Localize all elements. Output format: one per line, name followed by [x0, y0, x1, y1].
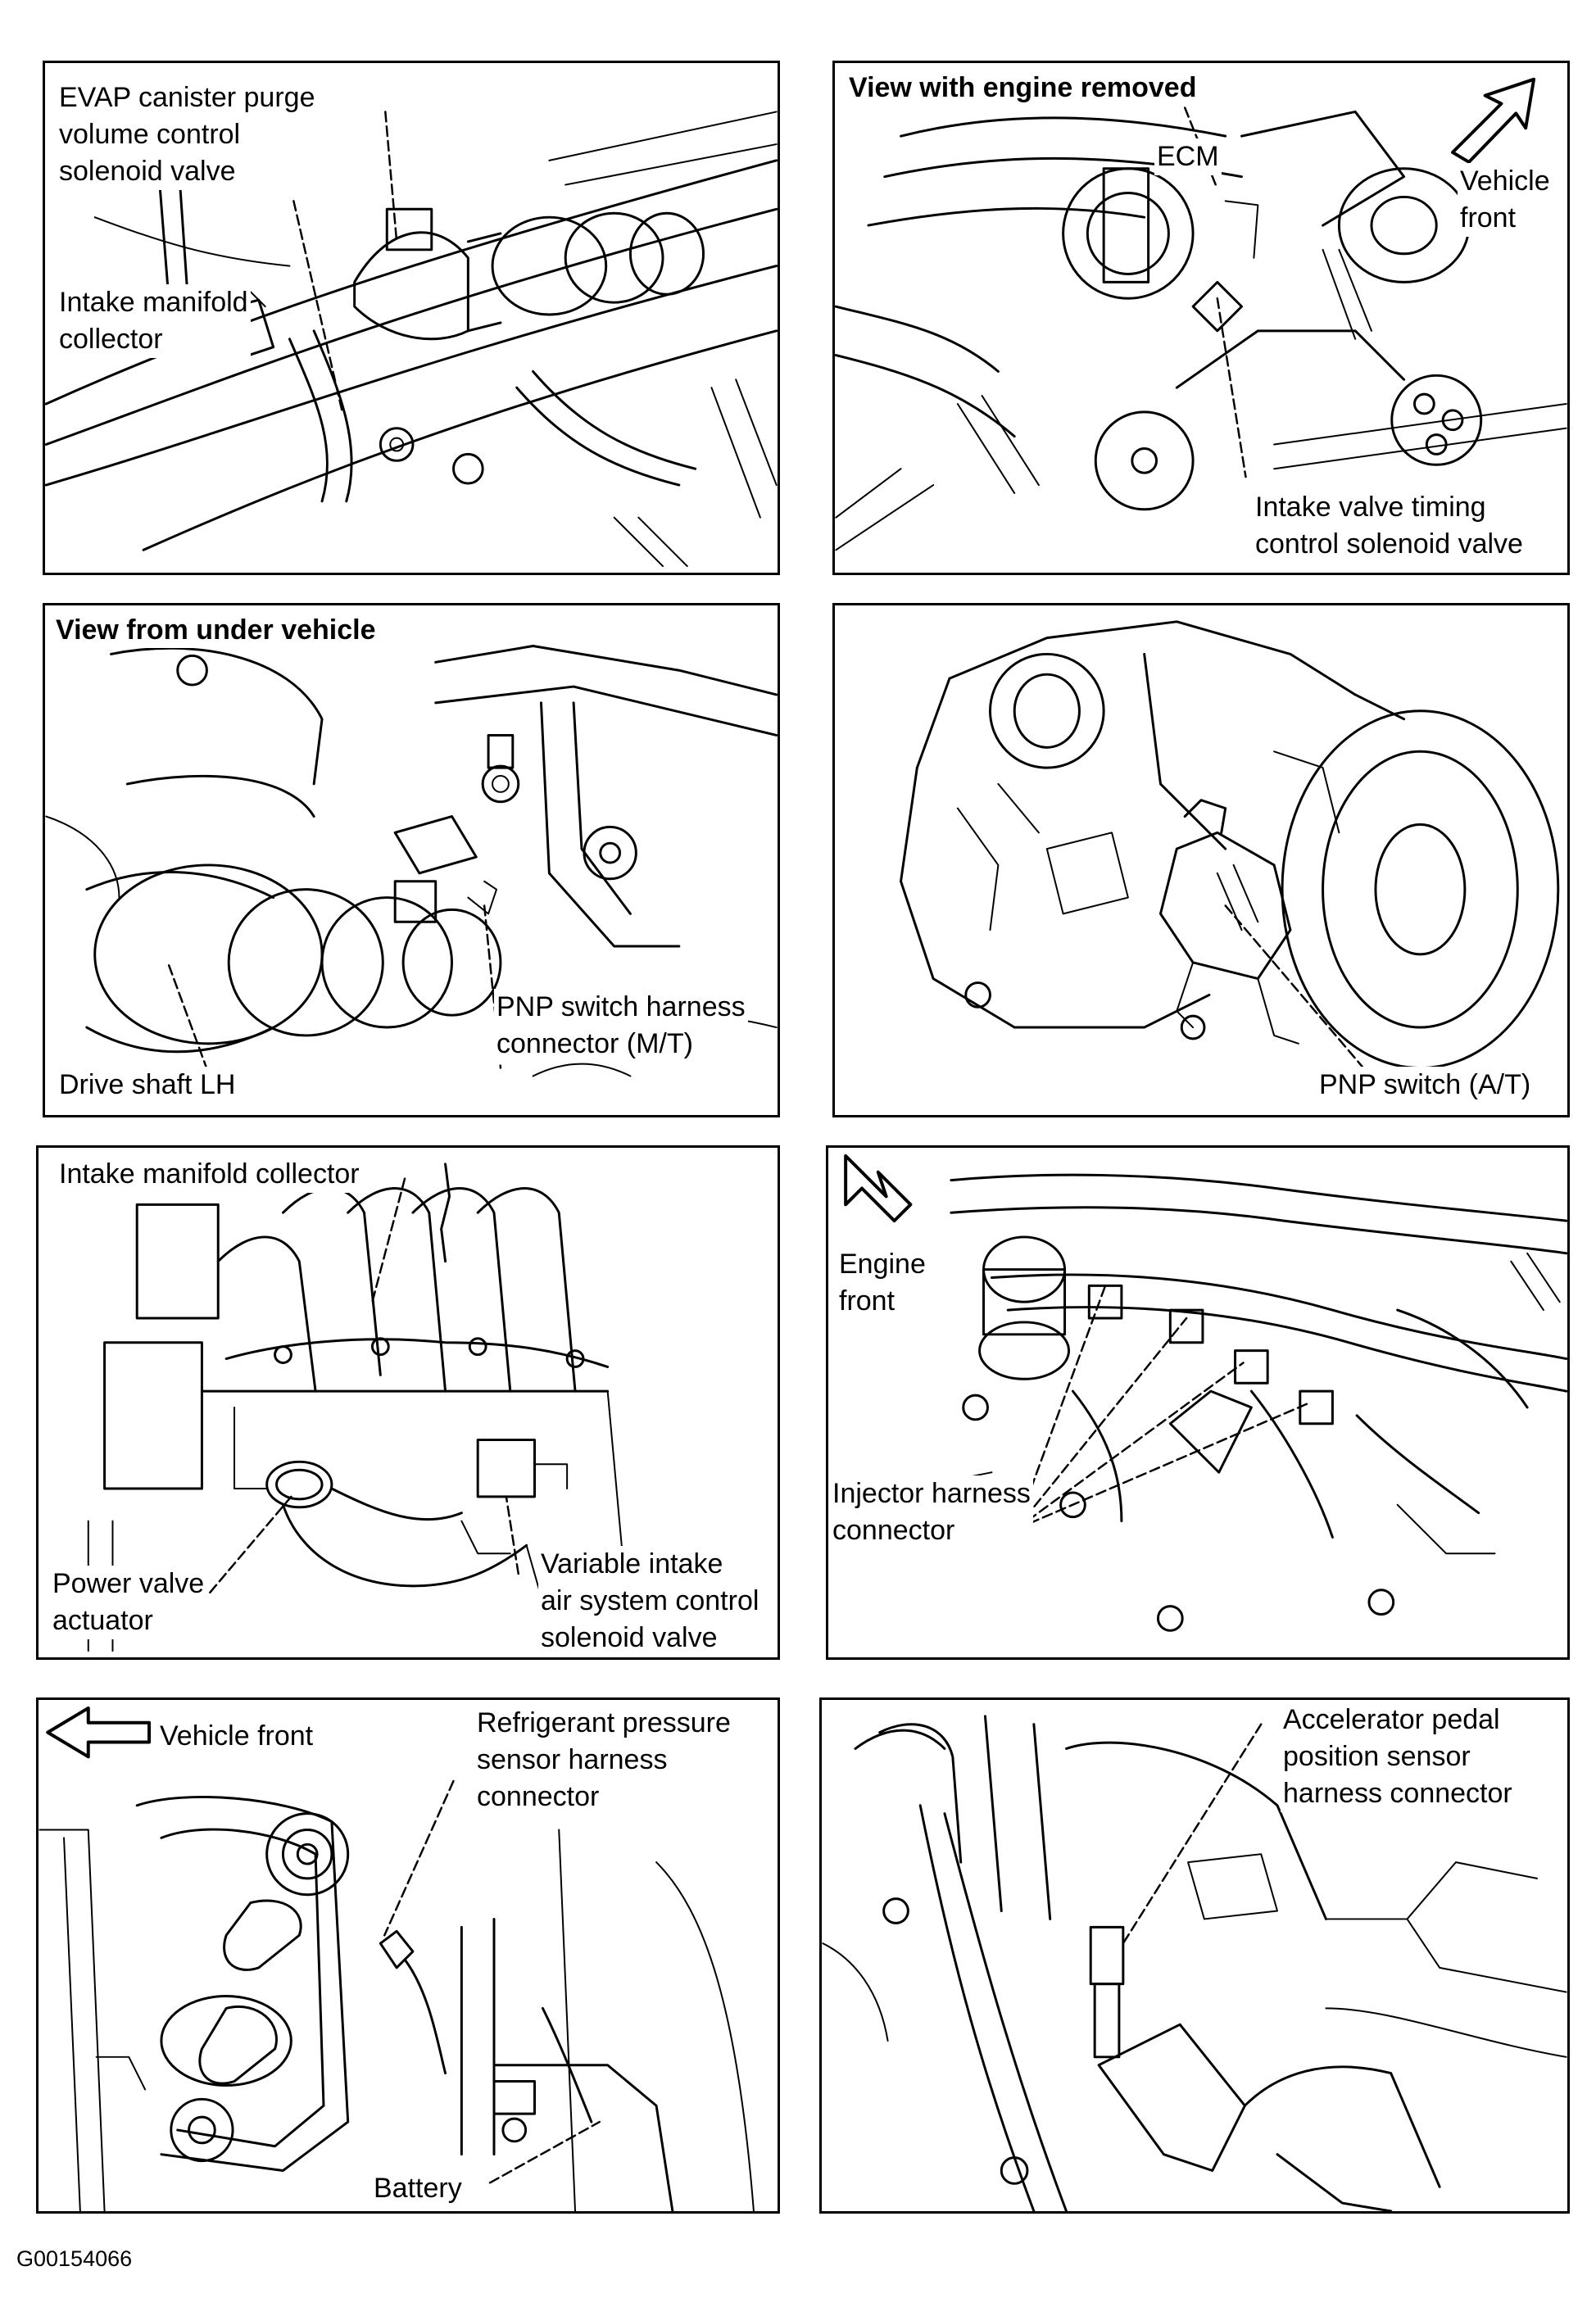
- arrow-up-left-icon: [844, 1154, 913, 1223]
- panel-injector-harness: Engine front Injector harness connector: [826, 1145, 1570, 1660]
- injector-line-drawing: [844, 1154, 1567, 1632]
- transmission-line-drawing: [900, 620, 1560, 1070]
- label-variable-intake-solenoid: Variable intake air system control solen…: [538, 1546, 762, 1657]
- label-accelerator-pedal-sensor: Accelerator pedal position sensor harnes…: [1281, 1702, 1515, 1812]
- label-drive-shaft-lh: Drive shaft LH: [57, 1067, 238, 1104]
- panel-pnp-harness-mt: View from under vehicle PNP switch harne…: [43, 603, 780, 1117]
- panel-intake-valve-timing: View with engine removed ECM Vehicle fro…: [832, 61, 1570, 575]
- label-power-valve-actuator: Power valve actuator: [50, 1566, 207, 1639]
- label-intake-manifold-collector: Intake manifold collector: [57, 1156, 362, 1193]
- panel-evap-purge-valve: EVAP canister purge volume control solen…: [43, 61, 780, 575]
- arrow-up-right-icon: [1451, 77, 1536, 164]
- panel-pnp-switch-at: PNP switch (A/T): [832, 603, 1570, 1117]
- label-pnp-harness-mt: PNP switch harness connector (M/T): [494, 989, 748, 1063]
- panel-refrigerant-sensor: Vehicle front Refrigerant pressure senso…: [36, 1697, 780, 2214]
- label-intake-valve-timing: Intake valve timing control solenoid val…: [1253, 489, 1526, 563]
- label-intake-manifold-collector: Intake manifold collector: [57, 284, 251, 358]
- label-evap-purge-valve: EVAP canister purge volume control solen…: [57, 79, 318, 190]
- bracket-line-drawing: [39, 1706, 755, 2211]
- intake-manifold-line-drawing: [87, 1163, 658, 1652]
- panel-header: View from under vehicle: [53, 612, 379, 648]
- engine-line-drawing: [45, 111, 778, 568]
- label-pnp-switch-at: PNP switch (A/T): [1317, 1067, 1534, 1104]
- panel-header: View with engine removed: [846, 70, 1199, 106]
- label-refrigerant-sensor: Refrigerant pressure sensor harness conn…: [474, 1705, 733, 1815]
- label-battery: Battery: [371, 2170, 465, 2207]
- pedal-line-drawing: [822, 1715, 1567, 2211]
- label-ecm: ECM: [1154, 138, 1222, 175]
- panel-accelerator-pedal: Accelerator pedal position sensor harnes…: [819, 1697, 1570, 2214]
- engine-line-drawing: [835, 77, 1567, 551]
- label-injector-harness: Injector harness connector: [830, 1475, 1033, 1549]
- label-vehicle-front: Vehicle front: [157, 1718, 316, 1755]
- label-engine-front: Engine front: [837, 1246, 928, 1320]
- drive-shaft-line-drawing: [45, 645, 778, 1086]
- figure-id: G00154066: [16, 2246, 133, 2271]
- arrow-left-icon: [46, 1706, 152, 1759]
- panel-power-valve: Intake manifold collector Power valve ac…: [36, 1145, 780, 1660]
- label-vehicle-front: Vehicle front: [1458, 163, 1553, 237]
